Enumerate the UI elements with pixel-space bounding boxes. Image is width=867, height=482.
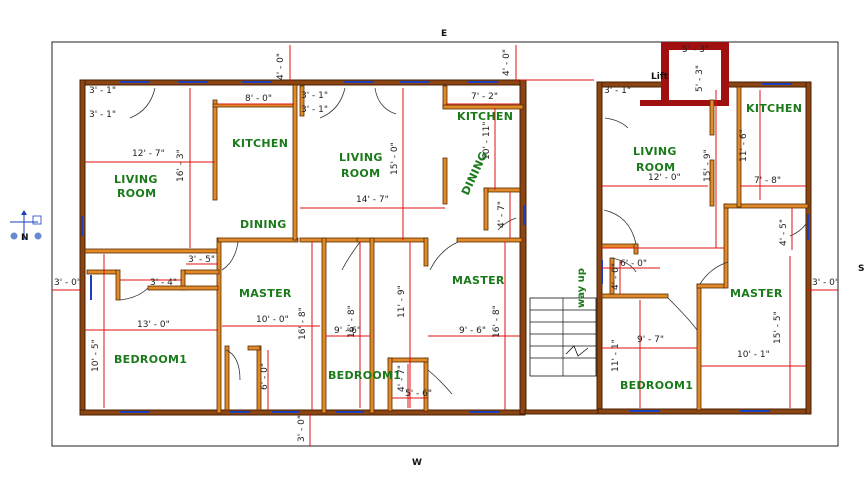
dim-15-9: 15' - 9" — [703, 149, 713, 182]
dim-4-0-a: 4' - 0" — [276, 53, 286, 80]
site-boundary — [51, 41, 839, 447]
dim-4-5: 4' - 5" — [779, 219, 789, 246]
room-label-living-1-line1: LIVING — [114, 173, 158, 186]
dim-13-0: 13' - 0" — [137, 320, 170, 330]
room-labels: LIVING ROOM KITCHEN DINING MASTER BEDROO… — [114, 102, 802, 392]
staircase: way up — [529, 268, 597, 377]
dim-11-6: 11' - 6" — [739, 129, 749, 162]
room-label-master-1: MASTER — [239, 287, 292, 300]
room-label-living-2-line2: ROOM — [341, 167, 380, 180]
stair-label: way up — [576, 268, 587, 308]
dim-3-4: 3' - 4" — [150, 278, 177, 288]
north-arrow-icon[interactable]: N — [10, 210, 42, 243]
dim-11-1: 11' - 1" — [611, 339, 621, 372]
dim-3-1-d: 3' - 1" — [301, 105, 328, 115]
room-label-living-1-line2: ROOM — [117, 187, 156, 200]
dim-6-0-b: 6' - 0" — [620, 259, 647, 269]
dim-6-0-a: 6' - 0" — [260, 363, 270, 390]
dim-7-2: 7' - 2" — [471, 92, 498, 102]
dimension-lines — [52, 45, 838, 446]
dim-3-1-c: 3' - 1" — [301, 91, 328, 101]
room-label-kitchen-1: KITCHEN — [232, 137, 288, 150]
dim-3-1-a: 3' - 1" — [89, 86, 116, 96]
dim-10-0: 10' - 0" — [256, 315, 289, 325]
compass-right-label: S — [858, 264, 864, 274]
dim-3-1-b: 3' - 1" — [89, 110, 116, 120]
dim-10-1: 10' - 1" — [737, 350, 770, 360]
dim-11-9: 11' - 9" — [397, 285, 407, 318]
dim-9-7: 9' - 7" — [637, 335, 664, 345]
lift-shaft: Lift 5' - 3" 5' - 3" — [640, 42, 729, 106]
dim-3-0-c: 3' - 0" — [297, 415, 307, 442]
compass-bottom-label: W — [412, 458, 422, 468]
dim-7-8: 7' - 8" — [754, 176, 781, 186]
room-label-master-3: MASTER — [730, 287, 783, 300]
dim-3-0-b: 3' - 0" — [812, 278, 839, 288]
dim-9-6-b: 9' - 6" — [459, 326, 486, 336]
lift-label: Lift — [651, 72, 669, 82]
dim-4-7-b: 4' - 7" — [397, 365, 407, 392]
room-label-living-3-line2: ROOM — [636, 161, 675, 174]
room-label-master-2: MASTER — [452, 274, 505, 287]
dim-3-1-e: 3' - 1" — [604, 86, 631, 96]
dim-16-8-b: 16' - 8" — [347, 305, 357, 338]
dim-15-5: 15' - 5" — [773, 311, 783, 344]
dim-10-11: 10' - 11" — [482, 122, 492, 161]
lift-dim-vertical: 5' - 3" — [695, 65, 705, 92]
dim-12-7: 12' - 7" — [132, 149, 165, 159]
compass-top-label: E — [441, 29, 447, 39]
windows — [81, 81, 809, 413]
dimension-texts: 4' - 0" 4' - 0" 3' - 1" 3' - 1" 3' - 1" … — [54, 49, 839, 442]
room-label-living-2-line1: LIVING — [339, 151, 383, 164]
dim-4-7-a: 4' - 7" — [497, 201, 507, 228]
dim-16-8-c: 16' - 8" — [492, 305, 502, 338]
room-label-kitchen-3: KITCHEN — [746, 102, 802, 115]
dim-16-3: 16' - 3" — [176, 149, 186, 182]
dim-9-6-a: 9' - 6" — [334, 326, 361, 336]
dim-4-0-c: 4' - 0" — [611, 263, 621, 290]
room-label-kitchen-2: KITCHEN — [457, 110, 513, 123]
room-label-living-3-line1: LIVING — [633, 145, 677, 158]
north-label: N — [21, 233, 29, 243]
dim-16-8-a: 16' - 8" — [298, 307, 308, 340]
dim-3-5: 3' - 5" — [188, 255, 215, 265]
dim-10-5: 10' - 5" — [91, 339, 101, 372]
interior-walls — [84, 84, 809, 414]
room-label-bedroom1-a: BEDROOM1 — [114, 353, 187, 366]
dim-4-0-b: 4' - 0" — [502, 49, 512, 76]
dim-8-0: 8' - 0" — [245, 94, 272, 104]
dim-3-0-a: 3' - 0" — [54, 278, 81, 288]
dim-12-0: 12' - 0" — [648, 173, 681, 183]
room-label-bedroom1-b: BEDROOM1 — [328, 369, 401, 382]
room-label-dining-1: DINING — [240, 218, 287, 231]
dim-5-6: 5' - 6" — [405, 389, 432, 399]
dim-14-7: 14' - 7" — [356, 195, 389, 205]
lift-dim-horizontal: 5' - 3" — [682, 45, 709, 55]
room-label-bedroom1-c: BEDROOM1 — [620, 379, 693, 392]
dim-15-0: 15' - 0" — [390, 142, 400, 175]
